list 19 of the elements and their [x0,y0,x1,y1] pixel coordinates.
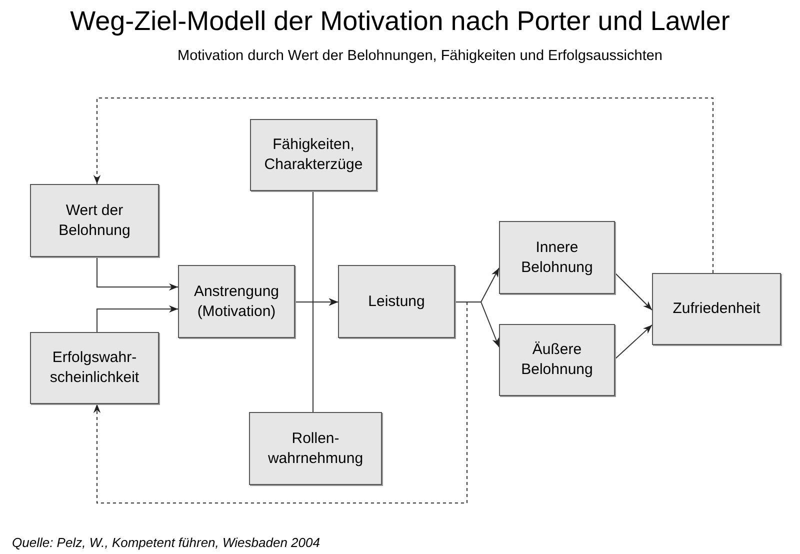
arrow [614,324,652,360]
process-box: Zufriedenheit [652,273,781,345]
arrow [614,272,652,310]
subtitle: Motivation durch Wert der Belohnungen, Fähigkeiten und Erfolgsaussichten [176,47,664,66]
process-box: Wert der Belohnung [30,184,159,257]
process-box: Leistung [338,265,455,338]
feedback-arrow [93,302,468,504]
process-box: Innere Belohnung [499,221,615,294]
title: Weg-Ziel-Modell der Motivation nach Porter und Lawler [69,5,731,38]
arrow [312,298,338,412]
process-box: Erfolgswahr-scheinlichkeit [30,332,159,404]
arrow [96,305,178,332]
source-caption: Quelle: Pelz, W., Kompetent führen, Wiesbaden 2004 [12,534,320,552]
process-box: Rollen-wahrnehmung [249,412,382,485]
arrow [96,256,178,291]
process-box: Fähigkeiten, Charakterzüge [250,119,377,191]
process-box: Anstrengung (Motivation) [178,265,295,338]
process-box: Äußere Belohnung [499,324,615,396]
feedback-arrow [93,98,714,274]
